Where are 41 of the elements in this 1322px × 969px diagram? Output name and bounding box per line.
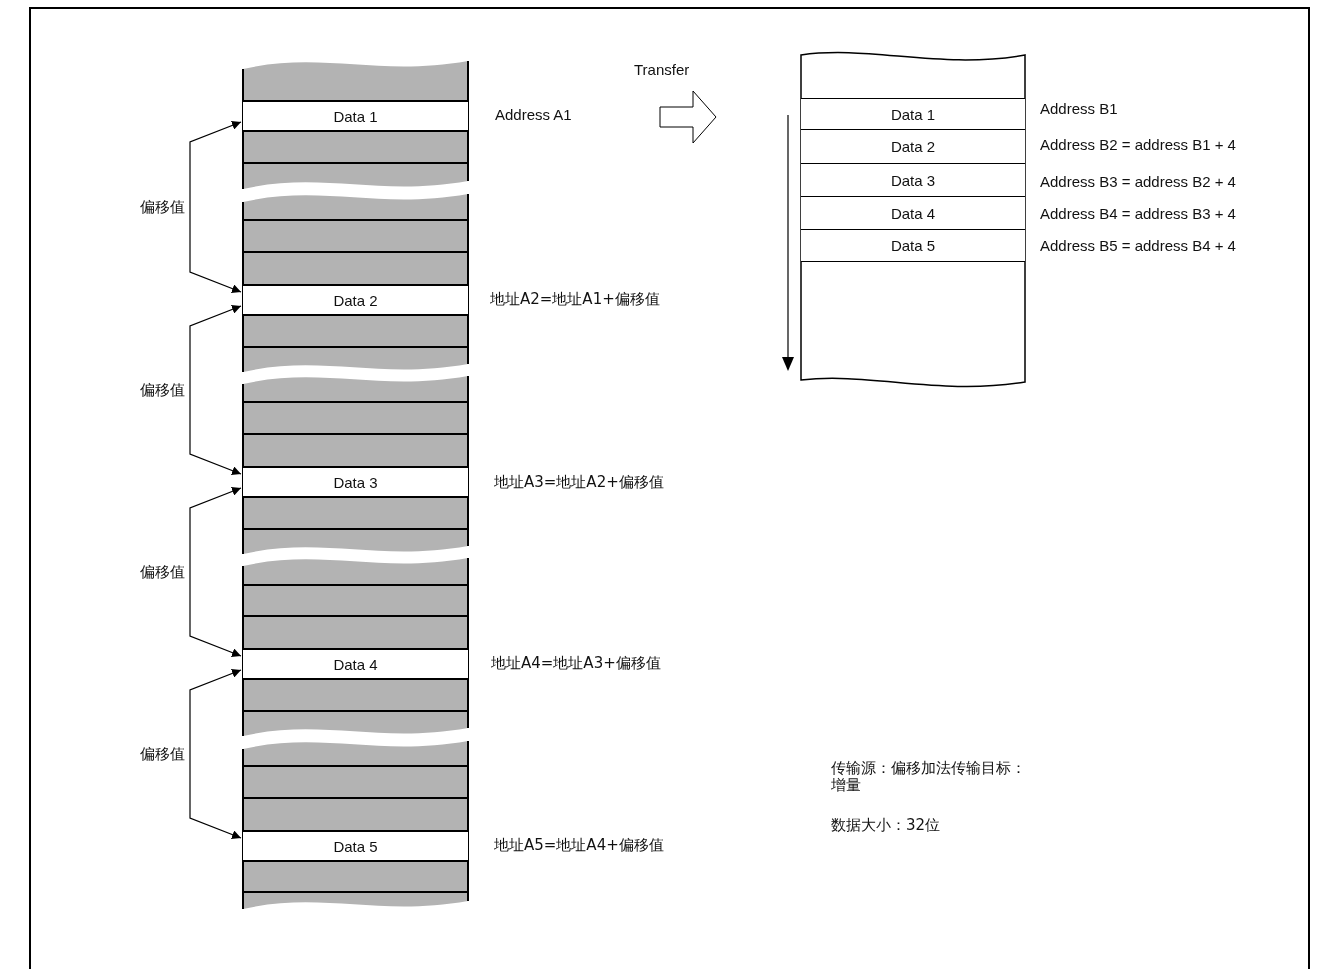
address-label: Address B1	[1040, 100, 1118, 118]
transfer-label: Transfer	[634, 61, 691, 78]
data-label: Data 3	[333, 473, 378, 491]
memory-cell	[243, 648, 468, 680]
memory-cell	[801, 196, 1025, 230]
memory-cell	[801, 98, 1025, 130]
address-label: Address B4 = address B3 + 4	[1040, 205, 1236, 223]
offset-arrow	[189, 487, 242, 657]
memory-cell	[243, 284, 468, 316]
edge-label: 偏移值	[140, 198, 185, 216]
offset-arrow	[189, 121, 242, 293]
data-label: Data 4	[333, 655, 378, 673]
data-label: Data 5	[890, 237, 936, 254]
address-label: Address B2 = address B1 + 4	[1040, 136, 1236, 154]
memory-cell	[801, 129, 1025, 164]
address-label: 地址A5=地址A4+偏移值	[494, 836, 664, 854]
memory-cell	[801, 163, 1025, 197]
data-label: Data 4	[890, 204, 936, 222]
memory-cell	[243, 830, 468, 862]
data-label: Data 2	[333, 291, 378, 309]
offset-arrow	[189, 669, 242, 839]
data-label: Data 3	[890, 171, 936, 189]
note-text: 传输源：偏移加法传输目标：增量	[831, 760, 1027, 794]
offset-arrow	[189, 305, 242, 475]
address-label: Address A1	[495, 106, 572, 124]
address-label: Address B3 = address B2 + 4	[1040, 173, 1236, 191]
address-label: Address B5 = address B4 + 4	[1040, 237, 1236, 255]
memory-cell	[801, 229, 1025, 262]
note-text: 数据大小：32位	[831, 817, 942, 834]
address-label: 地址A3=地址A2+偏移值	[494, 473, 664, 491]
address-label: 地址A4=地址A3+偏移值	[491, 654, 661, 672]
address-label: 地址A2=地址A1+偏移值	[490, 290, 660, 308]
data-label: Data 2	[890, 138, 936, 155]
data-label: Data 1	[333, 107, 378, 125]
edge-label: 偏移值	[140, 381, 185, 399]
edge-label: 偏移值	[140, 563, 185, 581]
memory-cell	[243, 466, 468, 498]
data-label: Data 5	[333, 837, 378, 855]
memory-cell	[243, 100, 468, 132]
edge-label: 偏移值	[140, 745, 185, 763]
data-label: Data 1	[890, 105, 936, 123]
